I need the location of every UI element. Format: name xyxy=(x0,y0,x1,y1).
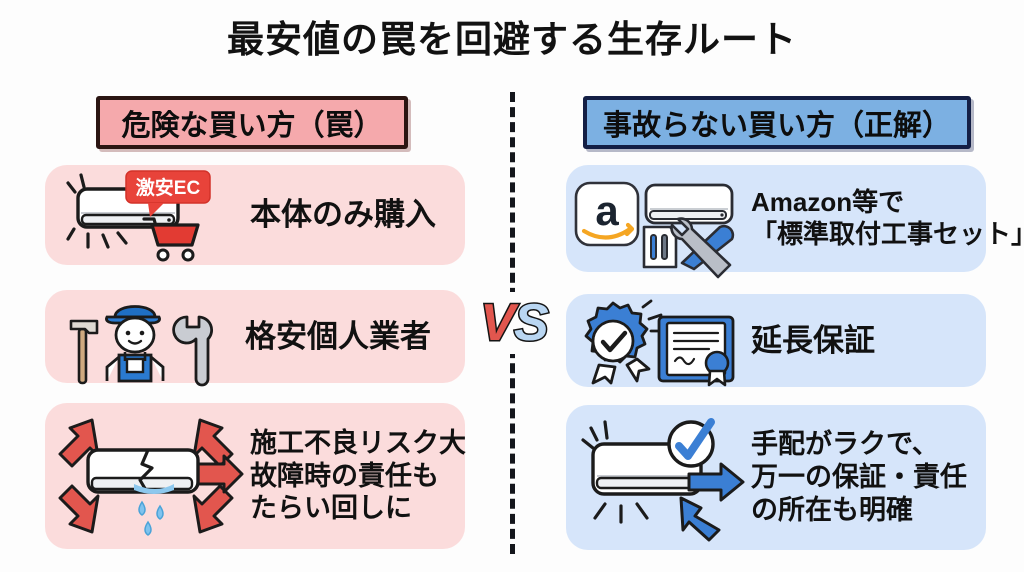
correct-item-2-line-1: 延長保証 xyxy=(751,322,875,358)
correct-item-1: a xyxy=(566,165,1024,278)
versus-v-letter: V xyxy=(479,293,517,354)
danger-item-1: 激安EC 本体のみ購入 xyxy=(45,165,465,265)
correct-item-1-text: Amazon等で 「標準取付工事セット」 xyxy=(751,187,1024,250)
broken-ac-leak-arrows-icon xyxy=(45,403,250,549)
danger-item-1-line-1: 本体のみ購入 xyxy=(250,197,436,233)
ac-check-arrows-icon xyxy=(566,405,751,550)
correct-item-3: 手配がラクで、 万一の保証・責任 の所在も明確 xyxy=(566,405,986,550)
danger-item-3: 施工不良リスク大 故障時の責任も たらい回しに xyxy=(45,403,466,549)
column-header-danger: 危険な買い方（罠） xyxy=(96,96,408,149)
warranty-badge-certificate-icon xyxy=(566,294,751,387)
column-header-correct-label: 事故らない買い方（正解） xyxy=(602,109,951,142)
column-header-correct: 事故らない買い方（正解） xyxy=(583,96,971,149)
correct-item-3-line-2: 万一の保証・責任 xyxy=(751,462,967,493)
correct-item-1-line-2: 「標準取付工事セット」 xyxy=(751,218,1024,249)
correct-item-2-text: 延長保証 xyxy=(751,322,986,360)
versus-s-letter: S xyxy=(513,293,551,354)
amazon-ac-tools-icon: a xyxy=(566,165,751,278)
danger-item-3-line-1: 施工不良リスク大 xyxy=(250,427,466,458)
danger-item-3-line-2: 故障時の責任も xyxy=(250,460,439,491)
correct-item-1-line-1: Amazon等で xyxy=(751,186,905,217)
danger-item-1-text: 本体のみ購入 xyxy=(250,196,465,234)
danger-item-2-line-1: 格安個人業者 xyxy=(245,318,431,354)
danger-item-2-text: 格安個人業者 xyxy=(245,318,465,356)
correct-item-2: 延長保証 xyxy=(566,294,986,387)
svg-text:a: a xyxy=(595,187,619,234)
column-header-danger-label: 危険な買い方（罠） xyxy=(121,109,383,142)
handyman-worker-icon xyxy=(45,290,245,386)
page-title: 最安値の罠を回避する生存ルート xyxy=(227,19,797,60)
correct-item-3-line-1: 手配がラクで、 xyxy=(751,429,939,460)
danger-item-3-line-3: たらい回しに xyxy=(250,493,412,524)
correct-item-3-text: 手配がラクで、 万一の保証・責任 の所在も明確 xyxy=(751,428,986,527)
danger-item-2: 格安個人業者 xyxy=(45,290,465,386)
correct-item-3-line-3: の所在も明確 xyxy=(751,494,913,525)
danger-item-3-text: 施工不良リスク大 故障時の責任も たらい回しに xyxy=(250,427,466,526)
ac-unit-cheap-ec-cart-icon: 激安EC xyxy=(45,165,250,265)
svg-text:激安EC: 激安EC xyxy=(135,176,200,199)
